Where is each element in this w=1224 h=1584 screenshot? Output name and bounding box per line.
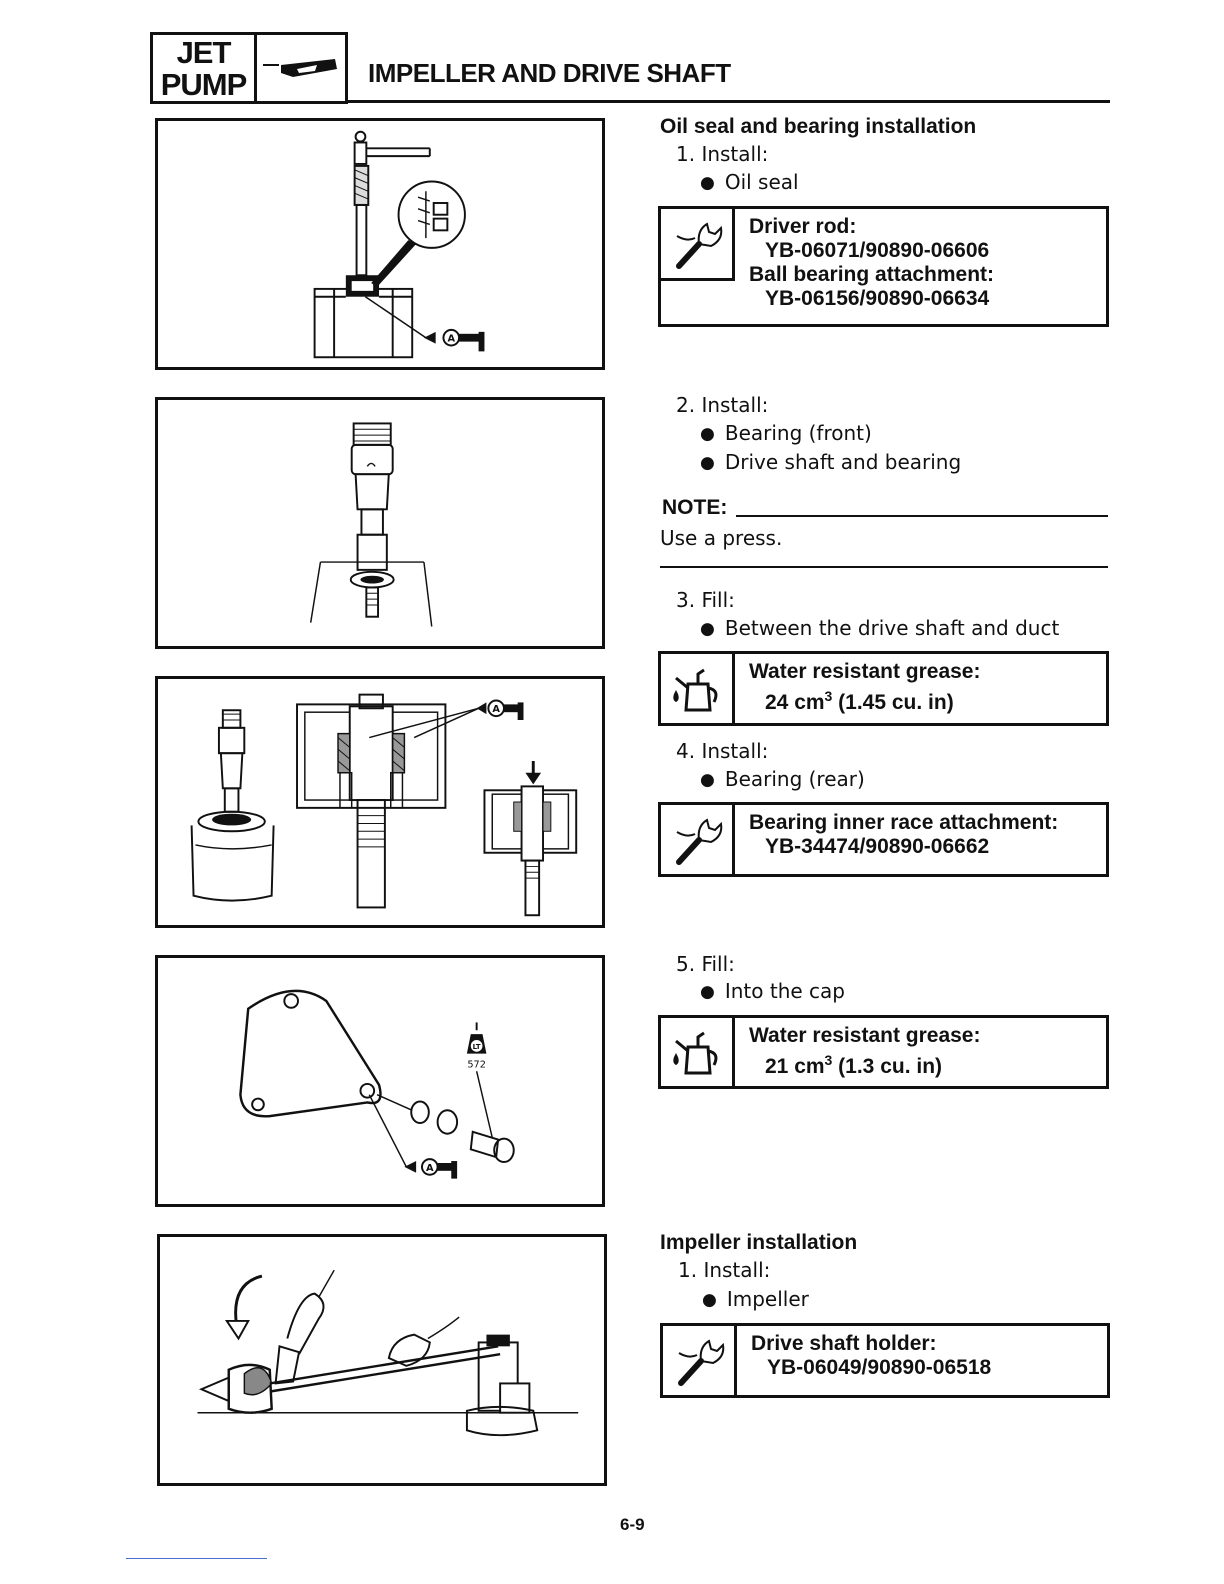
spec-body-drive-shaft-holder: Drive shaft holder: YB-06049/90890-06518: [737, 1326, 991, 1395]
spec-body-inner-race: Bearing inner race attachment: YB-34474/…: [735, 805, 1058, 874]
bullet-oil-seal: Oil seal: [660, 168, 799, 198]
tool-number-inner-race: YB-34474/90890-06662: [765, 835, 990, 858]
figure-oil-seal-install: A: [155, 118, 605, 370]
step-5-fill: 5. Fill:: [676, 952, 735, 976]
heading-oil-seal-bearing: Oil seal and bearing installation: [660, 115, 977, 138]
spec-body-grease-21: Water resistant grease: 21 cm3 (1.3 cu. …: [735, 1018, 980, 1086]
page-number: 6-9: [620, 1515, 645, 1534]
special-tool-icon: [663, 1326, 737, 1395]
bullet-impeller: Impeller: [662, 1285, 809, 1315]
tool-name-drive-shaft-holder: Drive shaft holder:: [751, 1332, 937, 1355]
locktite-number: 572: [467, 1059, 486, 1070]
step-4-install: 4. Install:: [676, 739, 769, 763]
note-rule-bottom: [660, 566, 1108, 568]
step-1-install-impeller: 1. Install:: [678, 1258, 771, 1282]
step-1-install: 1. Install:: [676, 142, 769, 166]
step-3-fill: 3. Fill:: [676, 588, 735, 612]
tool-name-inner-race: Bearing inner race attachment:: [749, 811, 1059, 834]
fig1-callout-a: A: [447, 334, 455, 345]
title-rule: [348, 100, 1110, 103]
bullet-into-cap: Into the cap: [660, 977, 845, 1007]
bullet-bearing-rear: Bearing (rear): [660, 765, 865, 795]
tool-number-driver-rod: YB-06071/90890-06606: [765, 239, 990, 262]
spec-box-grease-21: Water resistant grease: 21 cm3 (1.3 cu. …: [658, 1015, 1109, 1089]
grease-amount-1-sup: 3: [824, 688, 833, 704]
tag-line-jet: JET: [176, 35, 232, 70]
jet-pump-section-icon: [257, 35, 345, 101]
spec-box-inner-race: Bearing inner race attachment: YB-34474/…: [658, 802, 1109, 877]
locktite-label: LT: [473, 1043, 481, 1051]
grease-can-icon: [661, 1018, 735, 1086]
heading-impeller-installation: Impeller installation: [660, 1231, 858, 1254]
note-label: NOTE:: [662, 496, 728, 519]
tool-number-ball-bearing-attachment: YB-06156/90890-06634: [765, 287, 990, 310]
special-tool-icon: [661, 805, 735, 874]
spec-box-driver-rod: Driver rod: YB-06071/90890-06606 Ball be…: [658, 206, 1109, 327]
grease-amount-1: 24 cm3 (1.45 cu. in): [749, 684, 980, 715]
section-tag-text: JET PUMP: [153, 35, 257, 101]
bullet-bearing-front: Bearing (front): [660, 419, 872, 449]
grease-name-1: Water resistant grease:: [749, 660, 981, 683]
spec-body-driver-rod: Driver rod: YB-06071/90890-06606 Ball be…: [735, 209, 994, 324]
grease-amount-1-value: 24 cm: [765, 691, 825, 714]
grease-name-2: Water resistant grease:: [749, 1024, 981, 1047]
scan-artifact-line: [126, 1558, 267, 1559]
figure-cap-assembly: A LT 572: [155, 955, 605, 1207]
page-title: IMPELLER AND DRIVE SHAFT: [368, 58, 731, 88]
figure-bearing-cross-section: A: [155, 676, 605, 928]
spec-box-drive-shaft-holder: Drive shaft holder: YB-06049/90890-06518: [660, 1323, 1110, 1398]
fig3-callout-a: A: [492, 704, 500, 715]
tag-line-pump: PUMP: [160, 67, 248, 102]
spec-body-grease-24: Water resistant grease: 24 cm3 (1.45 cu.…: [735, 654, 980, 723]
bullet-drive-shaft-bearing: Drive shaft and bearing: [660, 448, 961, 478]
bullet-between-shaft-duct: Between the drive shaft and duct: [660, 614, 1059, 644]
grease-can-icon: [661, 654, 735, 723]
step-2-install: 2. Install:: [676, 393, 769, 417]
tool-number-drive-shaft-holder: YB-06049/90890-06518: [767, 1356, 992, 1379]
tool-name-ball-bearing-attachment: Ball bearing attachment:: [749, 263, 995, 286]
spec-box-grease-24: Water resistant grease: 24 cm3 (1.45 cu.…: [658, 651, 1109, 726]
figure-press-drive-shaft: [155, 397, 605, 649]
grease-amount-1-imperial: (1.45 cu. in): [832, 691, 954, 714]
note-rule-top: [736, 515, 1108, 517]
special-tool-icon: [661, 209, 735, 281]
section-tag: JET PUMP: [150, 32, 348, 104]
note-text: Use a press.: [660, 526, 783, 550]
fig4-callout-a: A: [426, 1163, 434, 1174]
figure-impeller-install: [157, 1234, 607, 1486]
grease-amount-2-sup: 3: [824, 1052, 833, 1068]
tool-name-driver-rod: Driver rod:: [749, 215, 857, 238]
grease-amount-2: 21 cm3 (1.3 cu. in): [749, 1048, 980, 1079]
grease-amount-2-imperial: (1.3 cu. in): [832, 1055, 943, 1078]
grease-amount-2-value: 21 cm: [765, 1055, 825, 1078]
